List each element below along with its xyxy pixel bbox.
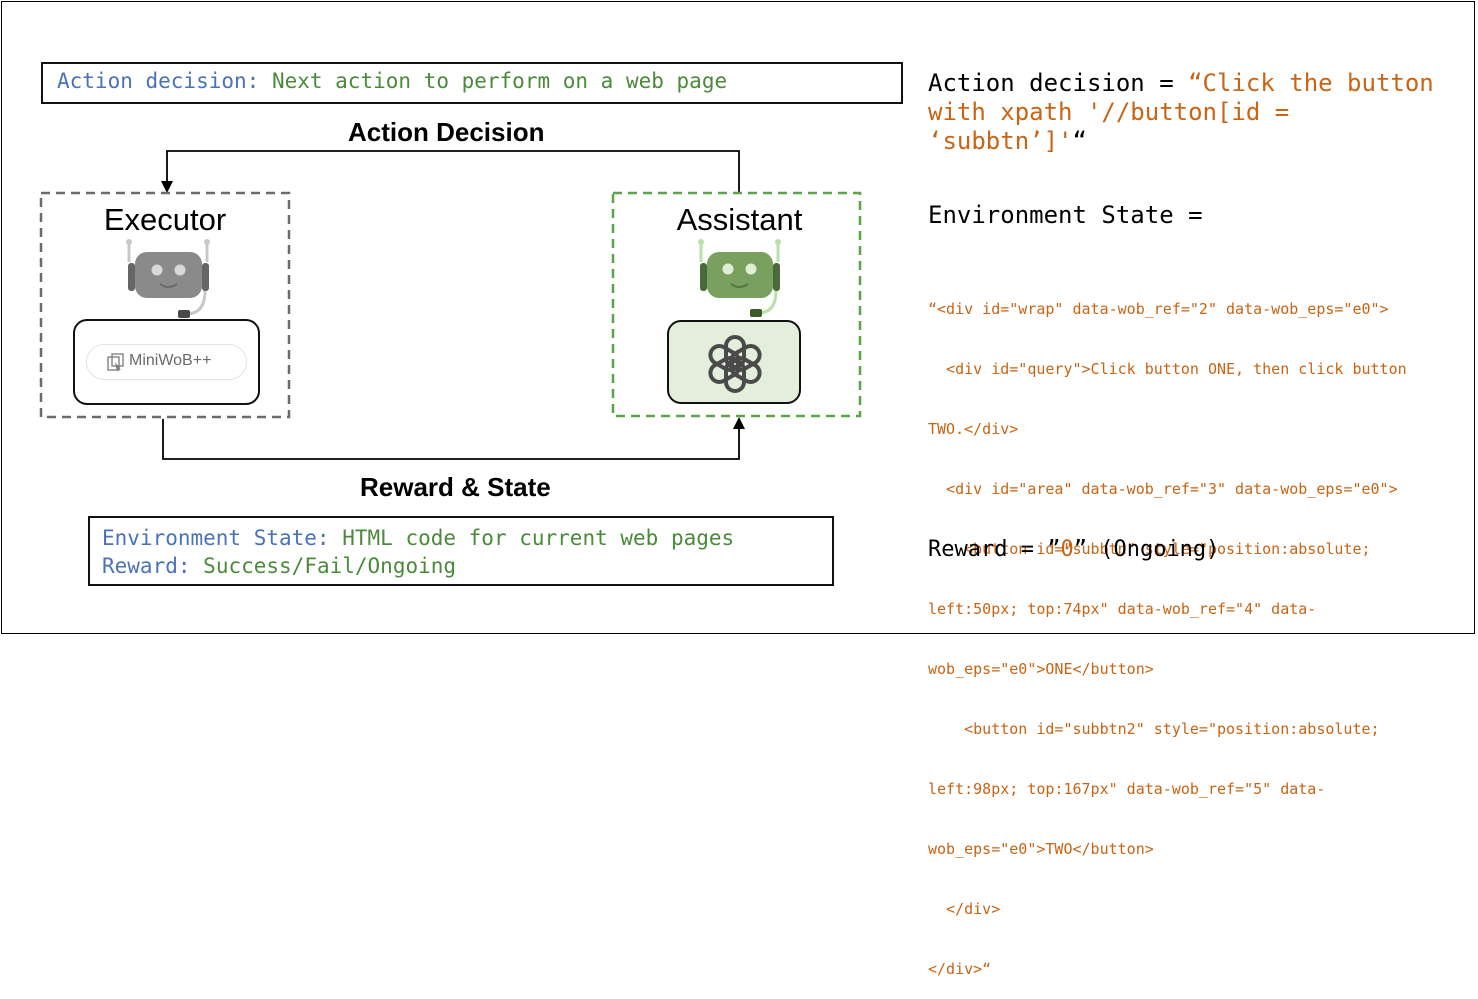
figure-frame bbox=[1, 1, 1475, 634]
action-decision-key: Action decision: bbox=[57, 69, 260, 93]
reward-status: (Ongoing) bbox=[1086, 537, 1220, 562]
openai-logo-icon bbox=[708, 335, 762, 393]
code-line: left:98px; top:167px" data-wob_ref="5" d… bbox=[928, 780, 1326, 798]
reward-key: Reward: bbox=[102, 554, 191, 578]
arrow-head-up bbox=[733, 417, 745, 429]
env-state-key: Environment State: bbox=[102, 526, 330, 550]
code-line: “<div id="wrap" data-wob_ref="2" data-wo… bbox=[928, 300, 1389, 318]
env-state-row: Environment State: HTML code for current… bbox=[102, 524, 832, 552]
code-line: <button id="subbtn2" style="position:abs… bbox=[928, 720, 1380, 738]
code-line: </div>“ bbox=[928, 960, 992, 978]
code-line: <div id="area" data-wob_ref="3" data-wob… bbox=[928, 480, 1398, 498]
action-decision-example: Action decision = “Click the button with… bbox=[928, 69, 1434, 156]
loop-top-label: Action Decision bbox=[348, 117, 545, 147]
reward-open-quote: ” bbox=[1047, 537, 1061, 562]
miniwob-text: MiniWoB++ bbox=[129, 352, 212, 369]
action-decision-box: Action decision: Next action to perform … bbox=[41, 62, 903, 104]
reward-example-value: 0 bbox=[1060, 537, 1074, 562]
executor-dashed-box bbox=[39, 191, 291, 419]
flow-arrows bbox=[39, 150, 862, 460]
code-line: wob_eps="e0">ONE</button> bbox=[928, 660, 1154, 678]
arrow-head-down bbox=[161, 181, 173, 193]
executor-robot-icon bbox=[126, 239, 210, 318]
assistant-dashed-box bbox=[611, 191, 862, 418]
action-open-quote: “ bbox=[1188, 69, 1203, 97]
miniwob-logo-icon bbox=[107, 353, 124, 372]
assistant-module bbox=[667, 320, 801, 404]
code-line: left:50px; top:74px" data-wob_ref="4" da… bbox=[928, 600, 1317, 618]
environment-state-example-label: Environment State = bbox=[928, 201, 1203, 229]
assistant-robot-icon bbox=[698, 239, 781, 317]
reward-example: Reward = ”0” (Ongoing) bbox=[928, 537, 1219, 562]
environment-state-code: “<div id="wrap" data-wob_ref="2" data-wo… bbox=[928, 259, 1407, 999]
code-line: <button id="subbtn" style="position:abso… bbox=[928, 540, 1371, 558]
reward-state-arrow bbox=[162, 419, 740, 460]
code-line: <div id="query">Click button ONE, then c… bbox=[928, 360, 1407, 378]
environment-state-box: Environment State: HTML code for current… bbox=[88, 516, 834, 586]
action-line-3: ‘subbtn’]' bbox=[928, 127, 1073, 155]
miniwob-badge: MiniWoB++ bbox=[86, 344, 247, 380]
action-decision-example-label: Action decision = bbox=[928, 69, 1189, 97]
env-state-value: HTML code for current web pages bbox=[342, 526, 735, 550]
code-line: TWO.</div> bbox=[928, 420, 1019, 438]
action-line-1: Click the button bbox=[1202, 69, 1434, 97]
action-line-2: with xpath '//button[id = bbox=[928, 98, 1290, 126]
reward-row: Reward: Success/Fail/Ongoing bbox=[102, 552, 832, 580]
executor-label: Executor bbox=[103, 202, 227, 237]
code-line: </div> bbox=[928, 900, 1001, 918]
action-decision-arrow bbox=[166, 150, 740, 192]
reward-close-quote: ” bbox=[1073, 537, 1087, 562]
action-decision-value: Next action to perform on a web page bbox=[271, 69, 728, 93]
code-line: wob_eps="e0">TWO</button> bbox=[928, 840, 1154, 858]
loop-bottom-label: Reward & State bbox=[360, 472, 551, 502]
action-close-quote: “ bbox=[1072, 127, 1087, 155]
executor-module: MiniWoB++ bbox=[73, 319, 260, 405]
reward-value: Success/Fail/Ongoing bbox=[203, 554, 457, 578]
reward-example-label: Reward = bbox=[928, 537, 1048, 562]
assistant-label: Assistant bbox=[676, 202, 803, 237]
